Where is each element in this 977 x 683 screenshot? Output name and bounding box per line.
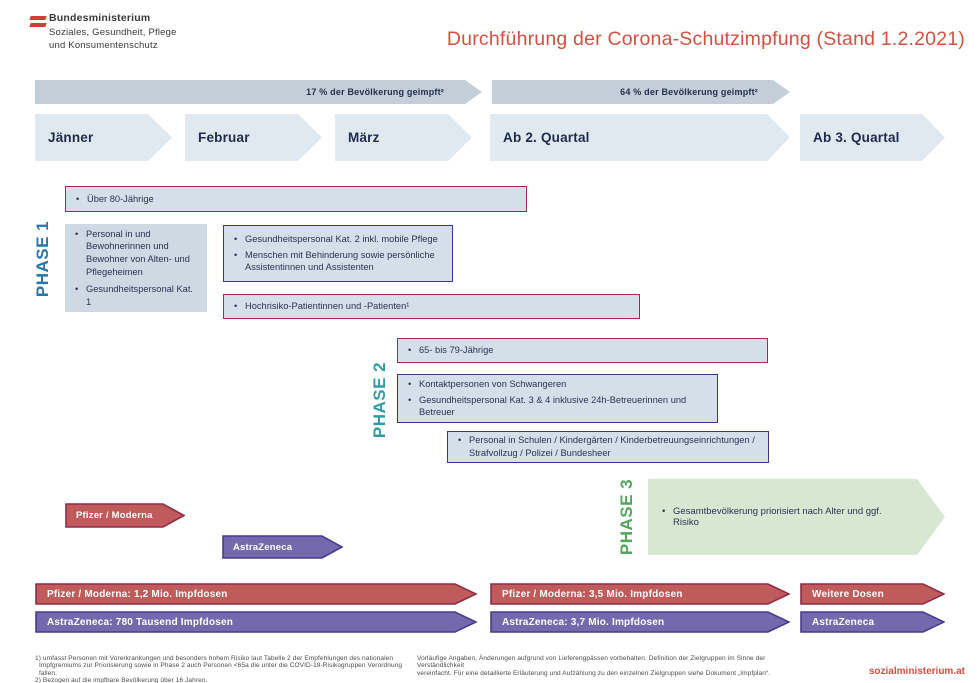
vaccine-arrow-pfizer-moderna: Pfizer / Moderna xyxy=(65,503,185,528)
footnote-line: Vorläufige Angaben, Änderungen aufgrund … xyxy=(417,655,766,670)
dose-label: AstraZeneca xyxy=(812,616,875,628)
timeline-label: Ab 3. Quartal xyxy=(813,130,900,145)
timeline-ab-3-quartal: Ab 3. Quartal xyxy=(800,114,945,161)
ministry-block: Bundesministerium Soziales, Gesundheit, … xyxy=(49,12,177,51)
box-text: Hochrisiko-Patientinnen und -Patienten¹ xyxy=(245,301,410,312)
doses-q2-astrazeneca-arrow: AstraZeneca: 3,7 Mio. Impfdosen xyxy=(490,611,790,633)
dose-label: AstraZeneca: 3,7 Mio. Impfdosen xyxy=(502,616,665,628)
progress-label: 17 % der Bevölkerung geimpft² xyxy=(306,87,444,97)
bullet-icon: • xyxy=(458,435,462,446)
bullet-icon: • xyxy=(76,193,80,204)
footnote-left: 1) umfasst Personen mit Vorerkrankungen … xyxy=(35,655,415,683)
bullet-icon: • xyxy=(234,301,238,312)
doses-q1-astrazeneca-arrow: AstraZeneca: 780 Tausend Impfdosen xyxy=(35,611,477,633)
bullet-icon: • xyxy=(408,394,412,405)
phase1-box-kat2-behinderung: • Gesundheitspersonal Kat. 2 inkl. mobil… xyxy=(223,225,453,282)
timeline-label: März xyxy=(348,130,380,145)
doses-q3-pfizer-arrow: Weitere Dosen xyxy=(800,583,945,605)
timeline-jaenner: Jänner xyxy=(35,114,172,161)
timeline-label: Jänner xyxy=(48,130,94,145)
timeline-ab-2-quartal: Ab 2. Quartal xyxy=(490,114,790,161)
footnote-line: 2) Bezogen auf die impfbare Bevölkerung … xyxy=(35,677,208,683)
austria-flag-icon xyxy=(29,16,47,28)
bullet-icon: • xyxy=(75,284,79,295)
footnote-line: Impfgremiums zur Priorisierung sowie in … xyxy=(39,662,403,677)
progress-label: 64 % der Bevölkerung geimpft² xyxy=(620,87,758,97)
bullet-icon: • xyxy=(75,228,79,239)
timeline-februar: Februar xyxy=(185,114,322,161)
box-text: 65- bis 79-Jährige xyxy=(419,345,494,356)
ministry-name: Bundesministerium xyxy=(49,12,151,24)
dose-label: Weitere Dosen xyxy=(812,588,884,600)
bullet-icon: • xyxy=(234,249,238,260)
sozialministerium-link[interactable]: sozialministerium.at xyxy=(868,666,965,677)
timeline-label: Februar xyxy=(198,130,250,145)
phase2-box-kontaktpersonen: • Kontaktpersonen von Schwangeren • Gesu… xyxy=(397,374,718,423)
phase1-label: PHASE 1 xyxy=(33,220,52,298)
box-text: Personal in und Bewohnerinnen und Bewohn… xyxy=(86,228,190,277)
footnote-line: 1) umfasst Personen mit Vorerkrankungen … xyxy=(35,655,394,662)
bullet-icon: • xyxy=(662,506,666,517)
progress-arrow-17pct: 17 % der Bevölkerung geimpft² xyxy=(35,80,482,104)
bullet-icon: • xyxy=(408,379,412,390)
footnote-right: Vorläufige Angaben, Änderungen aufgrund … xyxy=(417,655,807,677)
phase2-box-65-79: • 65- bis 79-Jährige xyxy=(397,338,768,363)
vaccine-label: AstraZeneca xyxy=(233,541,293,553)
ministry-subline-1: Soziales, Gesundheit, Pflege xyxy=(49,26,177,38)
box-text: Personal in Schulen / Kindergärten / Kin… xyxy=(469,435,755,458)
dose-label: Pfizer / Moderna: 1,2 Mio. Impfdosen xyxy=(47,588,228,600)
box-text: Gesundheitspersonal Kat. 1 xyxy=(86,284,193,307)
page-title: Durchführung der Corona-Schutzimpfung (S… xyxy=(446,28,965,50)
phase1-box-over-80: • Über 80-Jährige xyxy=(65,186,527,212)
timeline-maerz: März xyxy=(335,114,472,161)
box-text: Gesundheitspersonal Kat. 3 & 4 inklusive… xyxy=(419,394,687,418)
progress-arrow-64pct: 64 % der Bevölkerung geimpft² xyxy=(492,80,790,104)
vaccine-arrow-astrazeneca: AstraZeneca xyxy=(222,535,343,559)
dose-label: Pfizer / Moderna: 3,5 Mio. Impfdosen xyxy=(502,588,683,600)
doses-q3-astrazeneca-arrow: AstraZeneca xyxy=(800,611,945,633)
box-text: Gesamtbevölkerung priorisiert nach Alter… xyxy=(673,506,882,528)
ministry-subline-2: und Konsumentenschutz xyxy=(49,40,158,51)
phase1-box-hochrisiko: • Hochrisiko-Patientinnen und -Patienten… xyxy=(223,294,640,319)
box-text: Menschen mit Behinderung sowie persönlic… xyxy=(245,249,435,273)
doses-q1-pfizer-arrow: Pfizer / Moderna: 1,2 Mio. Impfdosen xyxy=(35,583,477,605)
bullet-icon: • xyxy=(408,345,412,356)
timeline-label: Ab 2. Quartal xyxy=(503,130,590,145)
vaccine-label: Pfizer / Moderna xyxy=(76,510,153,521)
box-text: Kontaktpersonen von Schwangeren xyxy=(419,379,567,390)
phase3-label: PHASE 3 xyxy=(617,478,636,556)
phase2-box-schulen-polizei: • Personal in Schulen / Kindergärten / K… xyxy=(447,431,769,463)
doses-q2-pfizer-arrow: Pfizer / Moderna: 3,5 Mio. Impfdosen xyxy=(490,583,790,605)
phase1-box-personal-kat1: • Personal in und Bewohnerinnen und Bewo… xyxy=(65,224,207,312)
phase3-box-gesamtbevoelkerung: • Gesamtbevölkerung priorisiert nach Alt… xyxy=(648,479,945,555)
bullet-icon: • xyxy=(234,234,238,245)
dose-label: AstraZeneca: 780 Tausend Impfdosen xyxy=(47,616,234,628)
box-text: Gesundheitspersonal Kat. 2 inkl. mobile … xyxy=(245,234,438,245)
box-text: Über 80-Jährige xyxy=(87,193,154,204)
footnote-line: vereinfacht. Für eine detaillierte Erläu… xyxy=(417,669,771,677)
phase2-label: PHASE 2 xyxy=(370,361,389,439)
